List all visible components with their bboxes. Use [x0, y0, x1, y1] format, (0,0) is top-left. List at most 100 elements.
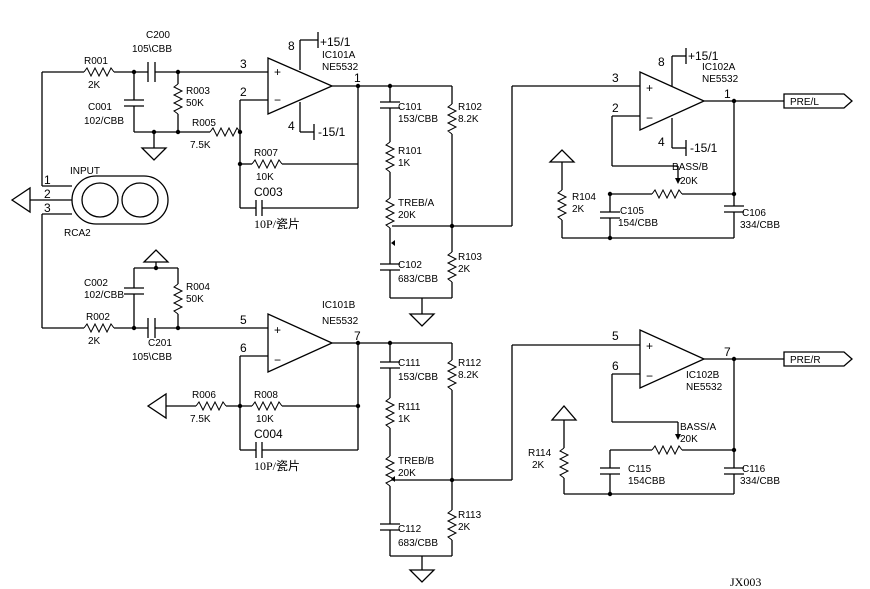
label-r111: R111 — [398, 402, 421, 413]
resistor-r114 — [559, 447, 569, 479]
value-c106: 334/CBB — [740, 220, 780, 231]
value-c111: 153/CBB — [398, 372, 438, 383]
label-r112: R112 — [458, 358, 482, 369]
pin-ic101a-1: 1 — [354, 71, 361, 85]
potentiometer-bass-b — [651, 189, 683, 199]
value-r001: 2K — [88, 80, 101, 91]
output-pre-r — [783, 351, 853, 367]
label-r008: R008 — [254, 390, 278, 401]
label-c116: C116 — [742, 464, 766, 475]
value-r007: 10K — [256, 172, 274, 183]
resistor-r104 — [557, 189, 567, 221]
opamp-ic101a: + − 3 2 1 8 4 +15/1 -15/1 IC101A NE5532 — [240, 32, 361, 140]
value-c201: 105\CBB — [132, 352, 172, 363]
pin-ic101a-4: 4 — [288, 119, 295, 133]
label-pre-r: PRE/R — [790, 355, 821, 366]
pin-ic102a-4: 4 — [658, 135, 665, 149]
svg-text:−: − — [274, 93, 281, 107]
label-c201: C201 — [148, 338, 172, 349]
label-ic101b: IC101B — [322, 300, 356, 311]
output-pre-l — [783, 93, 853, 109]
value-r101: 1K — [398, 158, 411, 169]
label-c111: C111 — [398, 358, 421, 369]
value-c001: 102/CBB — [84, 116, 124, 127]
pin-ic102a-2: 2 — [612, 101, 619, 115]
label-c200: C200 — [146, 30, 170, 41]
label-r003: R003 — [186, 86, 210, 97]
input-pin-1: 1 — [44, 173, 51, 187]
resistor-r001 — [83, 67, 115, 77]
ground-symbol — [408, 313, 436, 327]
value-c102: 683/CBB — [398, 274, 438, 285]
svg-text:+: + — [646, 339, 653, 353]
label-r101: R101 — [398, 146, 422, 157]
resistor-r101 — [385, 141, 395, 173]
svg-text:−: − — [646, 111, 653, 125]
potentiometer-treb-b — [385, 455, 395, 487]
supply-ic102-neg: -15/1 — [690, 141, 718, 155]
input-name: RCA2 — [64, 228, 91, 239]
value-c112: 683/CBB — [398, 538, 438, 549]
pin-ic102b-6: 6 — [612, 359, 619, 373]
value-c002: 102/CBB — [84, 290, 124, 301]
value-c105: 154/CBB — [618, 218, 658, 229]
value-c200: 105\CBB — [132, 44, 172, 55]
resistor-r111 — [385, 397, 395, 429]
ground-symbol — [408, 569, 436, 583]
label-r103: R103 — [458, 252, 482, 263]
pin-ic101a-3: 3 — [240, 57, 247, 71]
label-c112: C112 — [398, 524, 422, 535]
opamp-ic101b: + − 5 6 7 IC101B NE5532 — [240, 300, 361, 374]
bass-network-lower: PRE/R BASS/A 20K C116 334/CBB C115 154CB… — [528, 351, 853, 497]
svg-text:+: + — [274, 323, 281, 337]
value-r008: 10K — [256, 414, 274, 425]
bass-network-upper: PRE/L BASS/B 20K C106 334/CBB C105 154/C… — [548, 93, 853, 241]
label-r006: R006 — [192, 390, 216, 401]
pin-ic102b-5: 5 — [612, 329, 619, 343]
label-r001: R001 — [84, 56, 108, 67]
resistor-r003 — [173, 83, 183, 115]
resistor-r008 — [251, 401, 283, 411]
rca-jack-body — [71, 175, 169, 225]
label-r113: R113 — [458, 510, 482, 521]
label-c003: C003 — [254, 185, 283, 199]
label-treb-b: TREB/B — [398, 456, 434, 467]
value-bass-a: 20K — [680, 434, 698, 445]
label-r005: R005 — [192, 118, 216, 129]
part-ic102a: NE5532 — [702, 74, 739, 85]
pin-ic102a-8: 8 — [658, 55, 665, 69]
value-c116: 334/CBB — [740, 476, 780, 487]
treble-network-lower: C111 153/CBB R111 1K TREB/B 20K C112 683… — [332, 340, 640, 583]
resistor-r004 — [173, 283, 183, 315]
input-title: INPUT — [70, 166, 100, 177]
ground-arrow-r006 — [146, 392, 167, 420]
svg-text:+: + — [274, 65, 281, 79]
ground-symbol — [142, 249, 170, 263]
input-pin-2: 2 — [44, 187, 51, 201]
part-ic101a: NE5532 — [322, 62, 359, 73]
svg-text:+: + — [646, 81, 653, 95]
label-ic101a: IC101A — [322, 50, 356, 61]
input-connector: 1 2 3 INPUT RCA2 — [10, 72, 169, 328]
value-c004: 10P/瓷片 — [254, 459, 300, 473]
value-r112: 8.2K — [458, 370, 479, 381]
channel-left-input-stage: R001 2K C200 105\CBB C001 102/CBB R003 5… — [42, 30, 358, 231]
label-bass-b: BASS/B — [672, 162, 708, 173]
ground-symbol — [550, 405, 578, 421]
value-treb-b: 20K — [398, 468, 416, 479]
potentiometer-treb-a — [385, 197, 395, 229]
label-r104: R104 — [572, 192, 596, 203]
label-c115: C115 — [628, 464, 652, 475]
pin-ic101a-8: 8 — [288, 39, 295, 53]
label-c004: C004 — [254, 427, 283, 441]
label-ic102a: IC102A — [702, 62, 736, 73]
pin-ic102b-7: 7 — [724, 345, 731, 359]
supply-ic102-pos: +15/1 — [688, 49, 719, 63]
label-r002: R002 — [86, 312, 110, 323]
rca-jack-right — [121, 182, 159, 218]
svg-text:−: − — [646, 369, 653, 383]
opamp-ic102a: + − 3 2 1 8 4 +15/1 -15/1 IC102A NE5532 — [612, 48, 739, 156]
label-ic102b: IC102B — [686, 370, 720, 381]
label-r007: R007 — [254, 148, 278, 159]
